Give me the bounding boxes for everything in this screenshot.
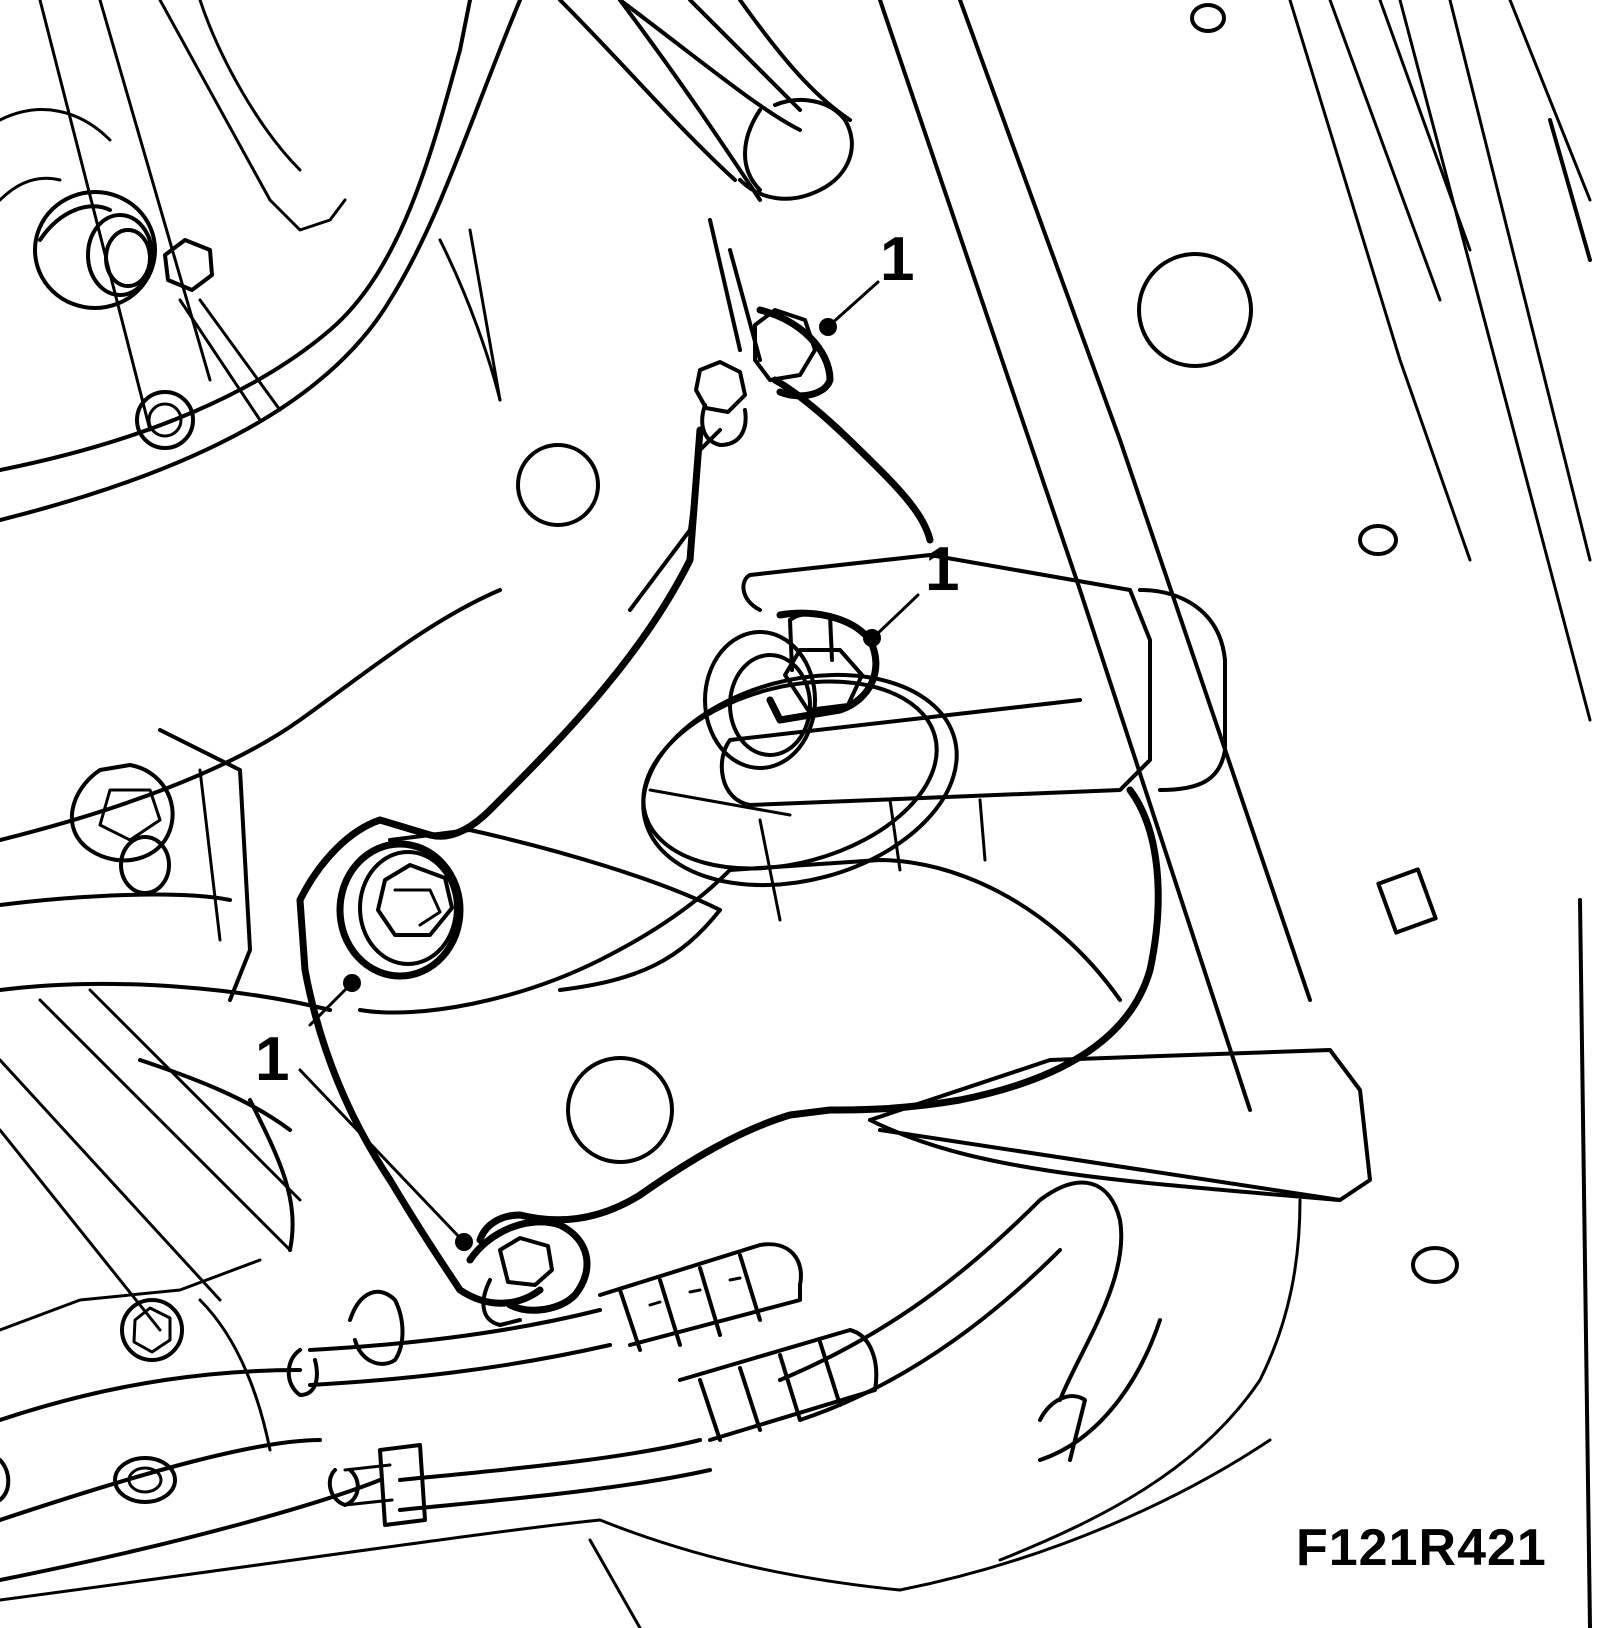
bolt-head (694, 360, 747, 414)
callout-label: 1 (925, 535, 959, 604)
sensor-plug (86, 213, 154, 297)
bolt-head (70, 763, 175, 863)
subframe (0, 588, 502, 1582)
hoses (0, 1180, 1302, 1628)
callout-leaders (298, 280, 920, 1251)
sensor-housing (33, 190, 157, 310)
bolt-head (120, 1298, 184, 1362)
highlighted-bracket-outline (296, 306, 1162, 1327)
fitting (378, 1443, 427, 1527)
bolt-head (376, 863, 454, 937)
callout-label-duplicate: 1 (258, 1030, 292, 1099)
frame-small-hole (1190, 3, 1226, 33)
frame-rail (878, 0, 1592, 1628)
mount-boss (516, 443, 600, 527)
frame-small-hole (1411, 1246, 1459, 1284)
callout-dot (863, 629, 881, 647)
nut (753, 308, 817, 382)
nut (498, 1236, 554, 1287)
mount-hole (113, 1456, 177, 1504)
bolt-flange (336, 840, 464, 980)
frame-small-hole (1358, 524, 1398, 556)
callout-label: 1 (880, 225, 914, 294)
frame-square-hole (1376, 867, 1438, 935)
arm-hole (566, 1056, 674, 1164)
stud-washer (728, 653, 812, 757)
engine-casing (0, 0, 854, 527)
bolt-head (135, 390, 195, 450)
bushing-ring (641, 672, 959, 888)
bolt-head (163, 238, 214, 292)
callout-label: 1 (255, 1025, 289, 1094)
control-arm (358, 218, 1372, 1202)
callout-dot (819, 318, 837, 336)
callout-dot (455, 1233, 473, 1251)
callout-dot (343, 974, 361, 992)
callout-labels: 1 1 1 1 (255, 225, 959, 1099)
frame-large-hole (1137, 252, 1253, 368)
figure-code: F121R421 (1296, 1519, 1547, 1577)
